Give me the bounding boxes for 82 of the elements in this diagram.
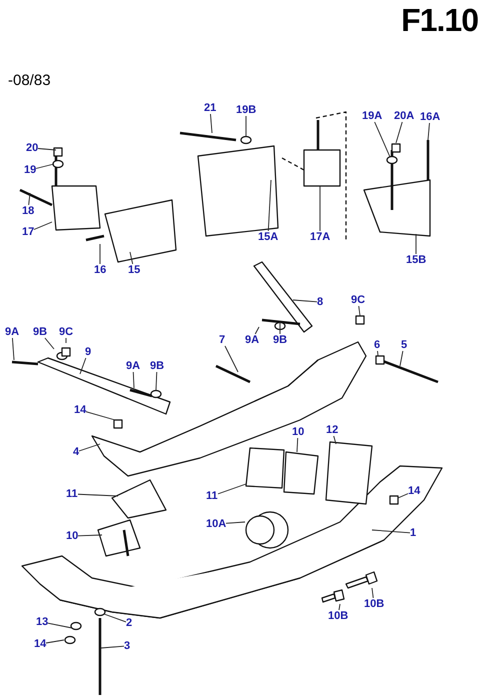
- callout-number: 19B: [236, 104, 256, 116]
- callout-number: 3: [124, 640, 130, 652]
- callout-number: 16: [94, 264, 106, 276]
- leader-line: [104, 614, 126, 622]
- leader-line: [132, 372, 134, 388]
- callout-number: 6: [374, 339, 380, 351]
- date-note: -08/83: [8, 72, 51, 89]
- callout-number: 15A: [258, 231, 278, 243]
- leader-line: [156, 372, 158, 390]
- callout-number: 9B: [33, 326, 48, 338]
- leader-line: [372, 530, 410, 534]
- callout-number: 7: [219, 334, 226, 346]
- leader-line: [358, 306, 360, 316]
- leader-line: [333, 436, 336, 444]
- leader-line: [226, 522, 246, 524]
- callout-number: 14: [74, 404, 86, 416]
- callout-number: 9: [85, 346, 92, 358]
- callout-number: 9A: [5, 326, 20, 338]
- leader-line: [254, 326, 260, 334]
- callout-number: 14: [408, 485, 420, 497]
- callout-number: 19A: [362, 110, 382, 122]
- callout-number: 4: [73, 446, 80, 458]
- callout-number: 21: [204, 102, 216, 114]
- leader-line: [80, 358, 86, 374]
- callout-number: 12: [326, 424, 338, 436]
- page-title: F1.10: [401, 2, 478, 39]
- leader-line: [46, 640, 64, 644]
- callout-number: 9C: [59, 326, 74, 338]
- leader-line: [78, 444, 100, 452]
- leader-line: [28, 192, 30, 206]
- callout-number: 16A: [420, 111, 440, 123]
- leader-line: [338, 604, 340, 610]
- callout-number: 9B: [273, 334, 288, 346]
- callout-number: 9A: [126, 360, 140, 372]
- leader-line: [377, 350, 378, 356]
- callout-number: 10B: [364, 598, 384, 610]
- leader-line: [224, 346, 238, 372]
- callout-number: 5: [401, 339, 408, 351]
- callout-number: 10B: [328, 610, 348, 622]
- callout-number: 17A: [310, 231, 330, 243]
- leader-line: [268, 180, 272, 232]
- callout-number: 8: [317, 296, 324, 308]
- callout-number: 14: [34, 638, 46, 650]
- leader-line: [374, 122, 390, 158]
- leader-line: [130, 252, 134, 264]
- leader-line: [78, 534, 102, 536]
- callout-number: 10: [292, 426, 304, 438]
- leader-line: [400, 350, 404, 366]
- leader-line: [372, 588, 374, 598]
- callout-number: 1: [410, 527, 416, 539]
- callout-number: 9C: [351, 294, 366, 306]
- callout-number: 15B: [406, 254, 426, 266]
- leader-line: [396, 122, 403, 144]
- callout-number: 11: [66, 488, 78, 500]
- callout-number: 10A: [206, 518, 226, 530]
- leader-line: [292, 300, 318, 302]
- leader-line: [398, 493, 408, 498]
- callout-number: 2: [126, 617, 132, 629]
- callout-number: 20: [26, 142, 38, 154]
- leader-line: [44, 338, 54, 350]
- callout-number: 11: [206, 490, 218, 502]
- callout-number: 9B: [150, 360, 164, 372]
- callout-number: 15: [128, 264, 140, 276]
- leader-line: [296, 438, 298, 452]
- leader-line: [86, 411, 116, 420]
- leader-line: [12, 338, 14, 360]
- callout-number: 18: [22, 205, 34, 217]
- callout-number: 19: [24, 164, 36, 176]
- leader-line: [100, 646, 124, 648]
- callout-number: 10: [66, 530, 78, 542]
- leader-line: [38, 148, 56, 150]
- callout-number: 9A: [245, 334, 260, 346]
- callout-number: 17: [22, 226, 34, 238]
- leader-line: [210, 114, 212, 134]
- leader-line: [48, 622, 72, 628]
- callout-number: 20A: [394, 110, 414, 122]
- leader-line: [218, 484, 246, 494]
- callout-number: 13: [36, 616, 48, 628]
- leader-line: [428, 122, 430, 140]
- leader-line: [78, 494, 118, 496]
- leader-line: [34, 222, 52, 230]
- leader-line: [36, 164, 54, 169]
